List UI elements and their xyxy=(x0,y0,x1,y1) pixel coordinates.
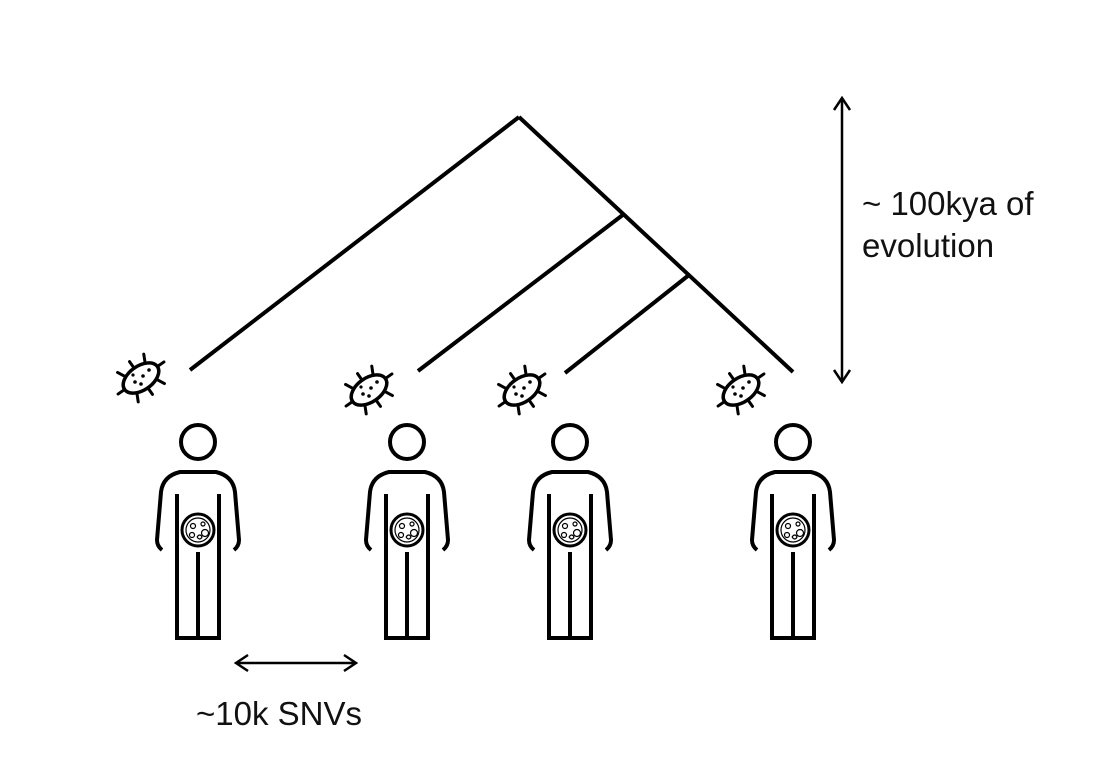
human-host-icon xyxy=(750,423,836,640)
evolution-label-line2: evolution xyxy=(862,227,994,264)
horizontal-double-arrow-icon xyxy=(233,653,359,673)
vertical-double-arrow-icon xyxy=(832,95,852,385)
tree-branch-node2 xyxy=(416,212,626,373)
tree-branch-root-left xyxy=(188,115,521,372)
human-host-icon xyxy=(155,423,241,640)
phylogenetic-tree xyxy=(188,115,795,375)
bacterium-icon xyxy=(332,355,406,425)
snv-distance-label: ~10k SNVs xyxy=(196,695,362,732)
human-host-icon xyxy=(527,423,613,640)
tree-branch-node3 xyxy=(563,273,691,375)
tree-branch-root-right xyxy=(517,115,795,374)
evolution-label-line1: ~ 100kya of xyxy=(862,185,1034,222)
human-host-icon xyxy=(364,423,450,640)
bacterium-icon xyxy=(104,343,178,413)
bacterium-icon xyxy=(704,355,778,425)
bacterium-icon xyxy=(485,355,559,425)
